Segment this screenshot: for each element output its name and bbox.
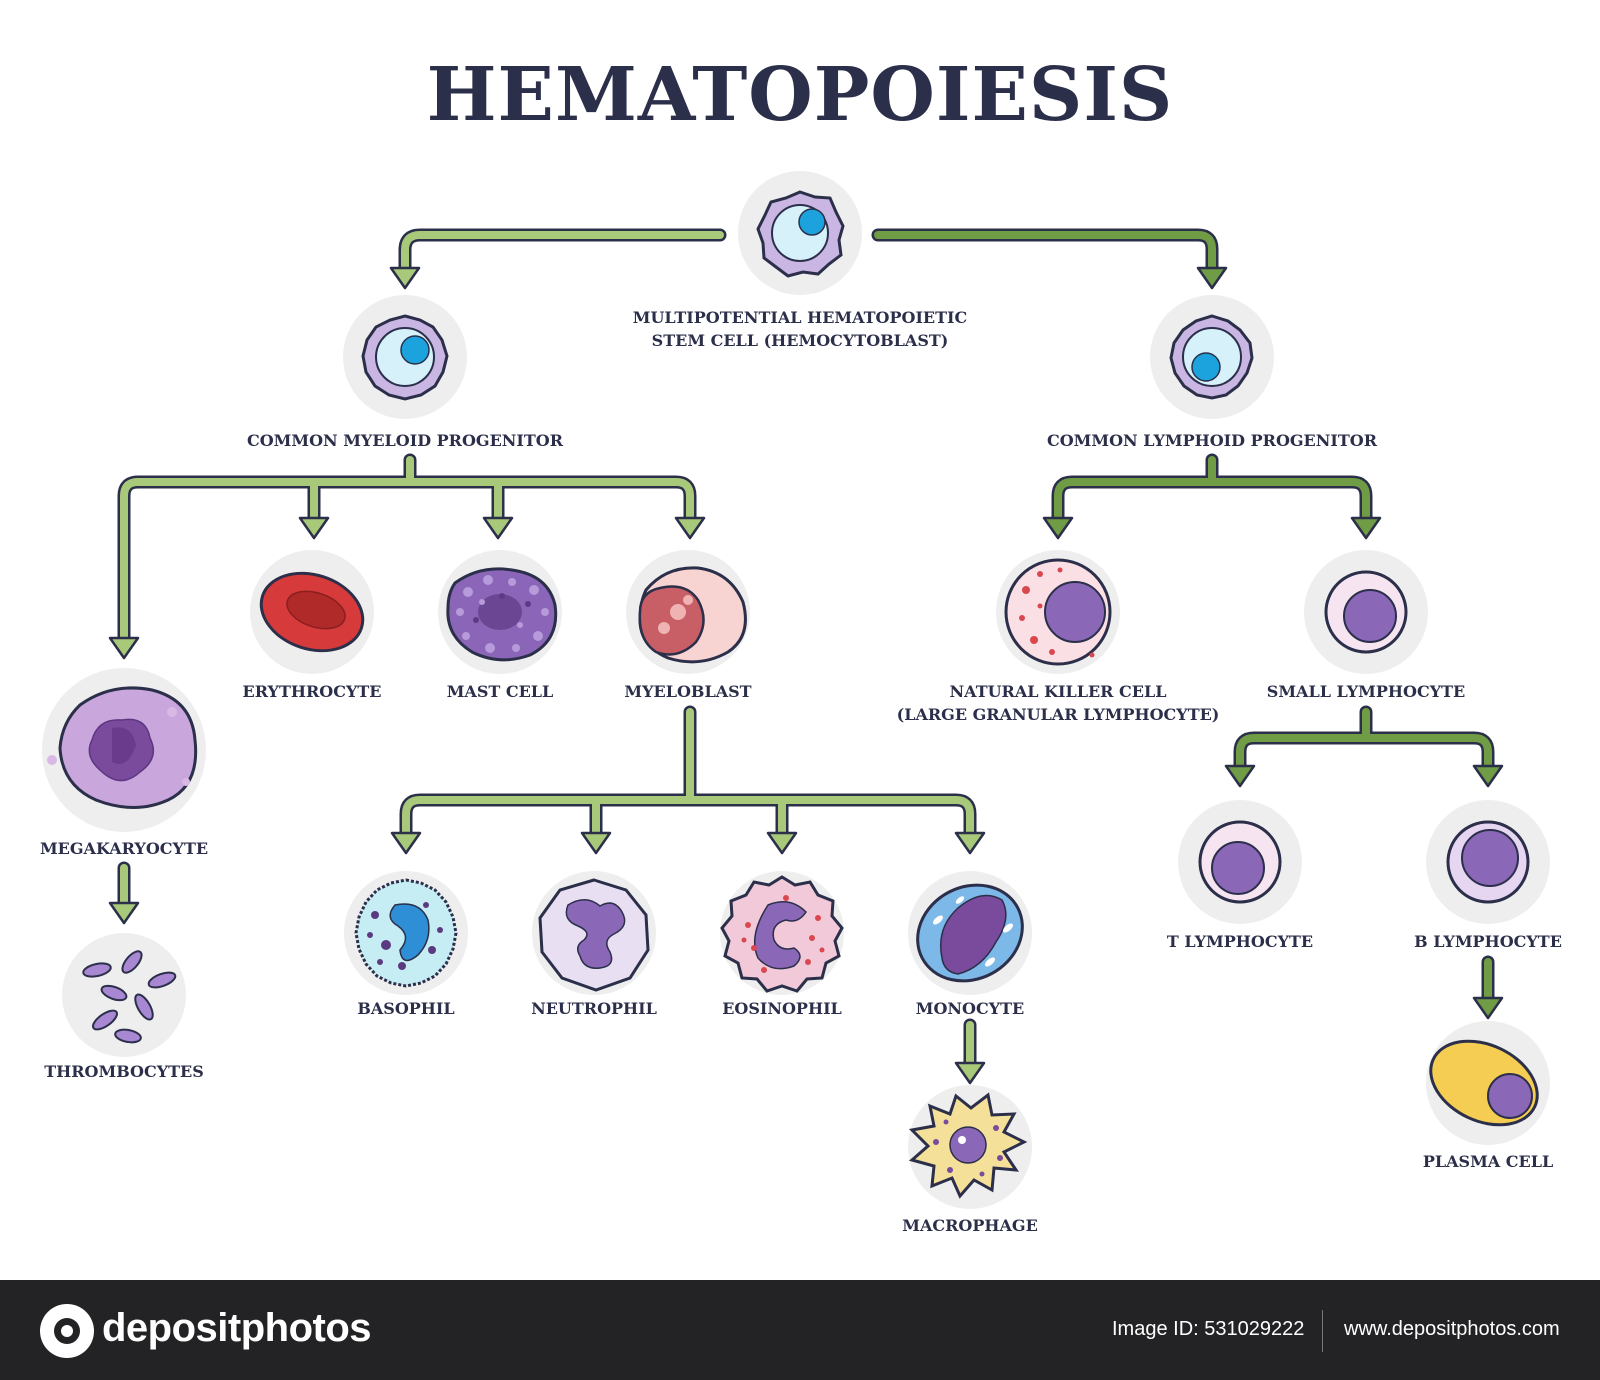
erythrocyte-label: ERYTHROCYTE	[242, 682, 382, 701]
thrombocytes-icon	[62, 933, 186, 1057]
small-lymphocyte-label: SMALL LYMPHOCYTE	[1266, 682, 1466, 701]
eosinophil-label: EOSINOPHIL	[722, 999, 842, 1018]
basophil-icon	[344, 871, 468, 995]
t-lymphocyte-label: T LYMPHOCYTE	[1166, 932, 1314, 951]
stem-cell-icon	[738, 171, 862, 295]
plasma-cell-icon	[1426, 1021, 1550, 1145]
lymphoid-progenitor-label: COMMON LYMPHOID PROGENITOR	[1047, 431, 1377, 450]
myeloid-progenitor-icon	[343, 295, 467, 419]
monocyte-icon	[908, 871, 1032, 995]
small-lymphocyte-icon	[1304, 550, 1428, 674]
image-id: Image ID: 531029222	[1112, 1318, 1305, 1340]
erythrocyte-icon	[250, 550, 374, 674]
page-title: HEMATOPOIESIS	[426, 52, 1174, 138]
nk-cell-icon	[996, 550, 1120, 674]
b-lymphocyte-icon	[1426, 800, 1550, 924]
lymphoid-progenitor-icon	[1150, 295, 1274, 419]
megakaryocyte-icon	[42, 668, 206, 832]
stem-cell-label-line-2: STEM CELL (HEMOCYTOBLAST)	[651, 331, 949, 350]
mast-cell-icon	[438, 550, 562, 674]
stem-cell-label: MULTIPOTENTIAL HEMATOPOIETIC STEM CELL (…	[633, 306, 968, 352]
footer-divider	[1322, 1310, 1323, 1352]
lymphoid-connectors	[871, 228, 1504, 1020]
myeloid-connectors	[108, 228, 986, 1085]
site-url[interactable]: www.depositphotos.com	[1344, 1318, 1560, 1340]
macrophage-icon	[908, 1085, 1032, 1209]
nk-cell-label-line-2: (LARGE GRANULAR LYMPHOCYTE)	[896, 705, 1220, 724]
myeloblast-label: MYELOBLAST	[624, 682, 752, 701]
mast-cell-label: MAST CELL	[446, 682, 554, 701]
monocyte-label: MONOCYTE	[915, 999, 1025, 1018]
neutrophil-icon	[532, 871, 656, 995]
myeloid-progenitor-label: COMMON MYELOID PROGENITOR	[246, 431, 564, 450]
nk-cell-label-line-1: NATURAL KILLER CELL	[949, 682, 1167, 701]
depositphotos-logo-icon	[40, 1304, 94, 1358]
hematopoiesis-diagram	[42, 171, 1550, 1209]
eosinophil-icon	[720, 871, 844, 995]
neutrophil-label: NEUTROPHIL	[531, 999, 657, 1018]
b-lymphocyte-label: B LYMPHOCYTE	[1414, 932, 1562, 951]
megakaryocyte-label: MEGAKARYOCYTE	[39, 839, 209, 858]
basophil-label: BASOPHIL	[357, 999, 455, 1018]
brand-name: depositphotos	[102, 1306, 372, 1350]
stem-cell-label-line-1: MULTIPOTENTIAL HEMATOPOIETIC	[632, 308, 968, 327]
plasma-cell-label: PLASMA CELL	[1422, 1152, 1554, 1171]
watermark-footer: depositphotos Image ID: 531029222 www.de…	[0, 1280, 1600, 1380]
myeloblast-icon	[626, 550, 750, 674]
macrophage-label: MACROPHAGE	[902, 1216, 1038, 1235]
t-lymphocyte-icon	[1178, 800, 1302, 924]
thrombocytes-label: THROMBOCYTES	[44, 1062, 204, 1081]
nk-cell-label: NATURAL KILLER CELL (LARGE GRANULAR LYMP…	[897, 680, 1220, 726]
